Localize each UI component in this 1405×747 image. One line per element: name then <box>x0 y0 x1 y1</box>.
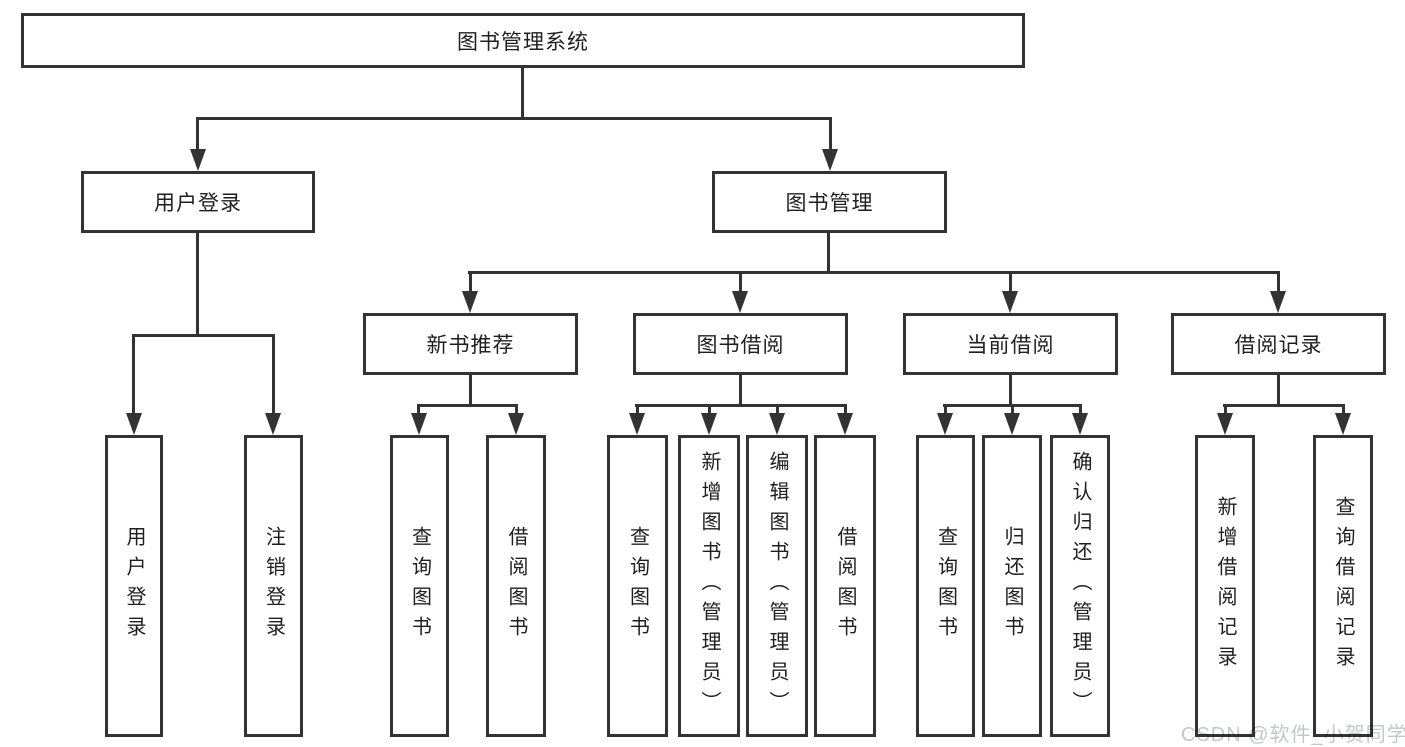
leaf-confirm-return-admin: 确认归还（管理员） <box>1050 435 1110 737</box>
connector-line <box>635 404 847 407</box>
connector-line <box>1277 375 1280 406</box>
arrow-down-icon <box>126 413 142 435</box>
node-user-login-label: 用户登录 <box>154 192 242 215</box>
arrow-down-icon <box>629 413 645 435</box>
connector-line <box>132 336 135 415</box>
connector-line <box>272 336 275 415</box>
node-new-book-recommend: 新书推荐 <box>363 313 578 375</box>
leaf-confirm-return-admin-label: 确认归还（管理员） <box>1069 451 1091 721</box>
csdn-watermark: CSDN @软件_小贺同学 <box>1181 724 1405 746</box>
leaf-query-books-current-label: 查询图书 <box>934 526 957 646</box>
leaf-return-books-label: 归还图书 <box>1001 526 1023 646</box>
connector-line <box>417 406 420 415</box>
leaf-borrow-books-recommend: 借阅图书 <box>486 435 546 737</box>
leaf-user-login: 用户登录 <box>105 435 163 737</box>
leaf-user-login-label: 用户登录 <box>123 526 145 646</box>
connector-line <box>1009 273 1012 293</box>
connector-line <box>636 406 639 415</box>
arrow-down-icon <box>462 291 478 313</box>
connector-line <box>1009 375 1012 406</box>
connector-line <box>468 271 1280 274</box>
connector-line <box>196 117 832 120</box>
connector-line <box>515 406 518 415</box>
arrow-down-icon <box>265 413 281 435</box>
connector-line <box>943 404 1082 407</box>
connector-line <box>739 273 742 293</box>
connector-line <box>469 375 472 406</box>
connector-line <box>1011 406 1014 415</box>
leaf-borrow-books: 借阅图书 <box>814 435 876 737</box>
connector-line <box>196 233 199 337</box>
connector-line <box>829 119 832 151</box>
leaf-add-book-admin: 新增图书（管理员） <box>678 435 740 737</box>
connector-line <box>827 233 830 273</box>
connector-line <box>1224 406 1227 415</box>
arrow-down-icon <box>508 413 524 435</box>
connector-line <box>417 404 518 407</box>
node-current-borrow-label: 当前借阅 <box>966 334 1055 357</box>
leaf-query-books-recommend: 查询图书 <box>390 435 449 737</box>
connector-line <box>944 406 947 415</box>
node-library-system: 图书管理系统 <box>21 13 1025 68</box>
arrow-down-icon <box>411 413 427 435</box>
leaf-query-books-borrow-label: 查询图书 <box>626 526 649 646</box>
leaf-add-borrow-record: 新增借阅记录 <box>1195 435 1255 737</box>
node-borrow-records: 借阅记录 <box>1171 313 1386 375</box>
connector-line <box>844 406 847 415</box>
leaf-add-book-admin-label: 新增图书（管理员） <box>698 451 720 721</box>
arrow-down-icon <box>1002 291 1018 313</box>
leaf-query-books-borrow: 查询图书 <box>607 435 668 737</box>
arrow-down-icon <box>1270 291 1286 313</box>
leaf-query-borrow-record-label: 查询借阅记录 <box>1332 496 1354 676</box>
leaf-borrow-books-recommend-label: 借阅图书 <box>505 526 527 646</box>
node-book-borrow-label: 图书借阅 <box>696 334 785 357</box>
node-user-login: 用户登录 <box>81 171 315 233</box>
leaf-query-books-current: 查询图书 <box>916 435 975 737</box>
node-book-borrow: 图书借阅 <box>633 313 848 375</box>
arrow-down-icon <box>837 413 853 435</box>
arrow-down-icon <box>937 413 953 435</box>
connector-line <box>521 68 524 119</box>
node-book-management-label: 图书管理 <box>785 192 874 215</box>
connector-line <box>708 406 711 415</box>
connector-line <box>776 406 779 415</box>
leaf-edit-book-admin-label: 编辑图书（管理员） <box>766 451 788 721</box>
arrow-down-icon <box>1072 413 1088 435</box>
arrow-down-icon <box>769 413 785 435</box>
leaf-logout: 注销登录 <box>244 435 303 737</box>
connector-line <box>1277 273 1280 293</box>
node-new-book-recommend-label: 新书推荐 <box>426 334 515 357</box>
leaf-return-books: 归还图书 <box>982 435 1042 737</box>
leaf-borrow-books-label: 借阅图书 <box>834 526 856 646</box>
leaf-add-borrow-record-label: 新增借阅记录 <box>1214 496 1236 676</box>
node-book-management: 图书管理 <box>712 171 947 233</box>
arrow-down-icon <box>1004 413 1020 435</box>
leaf-query-borrow-record: 查询借阅记录 <box>1313 435 1373 737</box>
connector-line <box>1342 406 1345 415</box>
arrow-down-icon <box>822 149 838 171</box>
arrow-down-icon <box>1335 413 1351 435</box>
arrow-down-icon <box>701 413 717 435</box>
node-library-system-label: 图书管理系统 <box>457 30 589 54</box>
arrow-down-icon <box>732 291 748 313</box>
connector-line <box>132 334 275 337</box>
connector-line <box>739 375 742 406</box>
leaf-edit-book-admin: 编辑图书（管理员） <box>746 435 808 737</box>
arrow-down-icon <box>190 149 206 171</box>
node-current-borrow: 当前借阅 <box>903 313 1118 375</box>
leaf-query-books-recommend-label: 查询图书 <box>408 526 431 646</box>
connector-line <box>469 273 472 293</box>
leaf-logout-label: 注销登录 <box>262 526 285 646</box>
connector-line <box>196 119 199 151</box>
node-borrow-records-label: 借阅记录 <box>1234 334 1323 357</box>
connector-line <box>1079 406 1082 415</box>
arrow-down-icon <box>1217 413 1233 435</box>
connector-line <box>1223 404 1345 407</box>
